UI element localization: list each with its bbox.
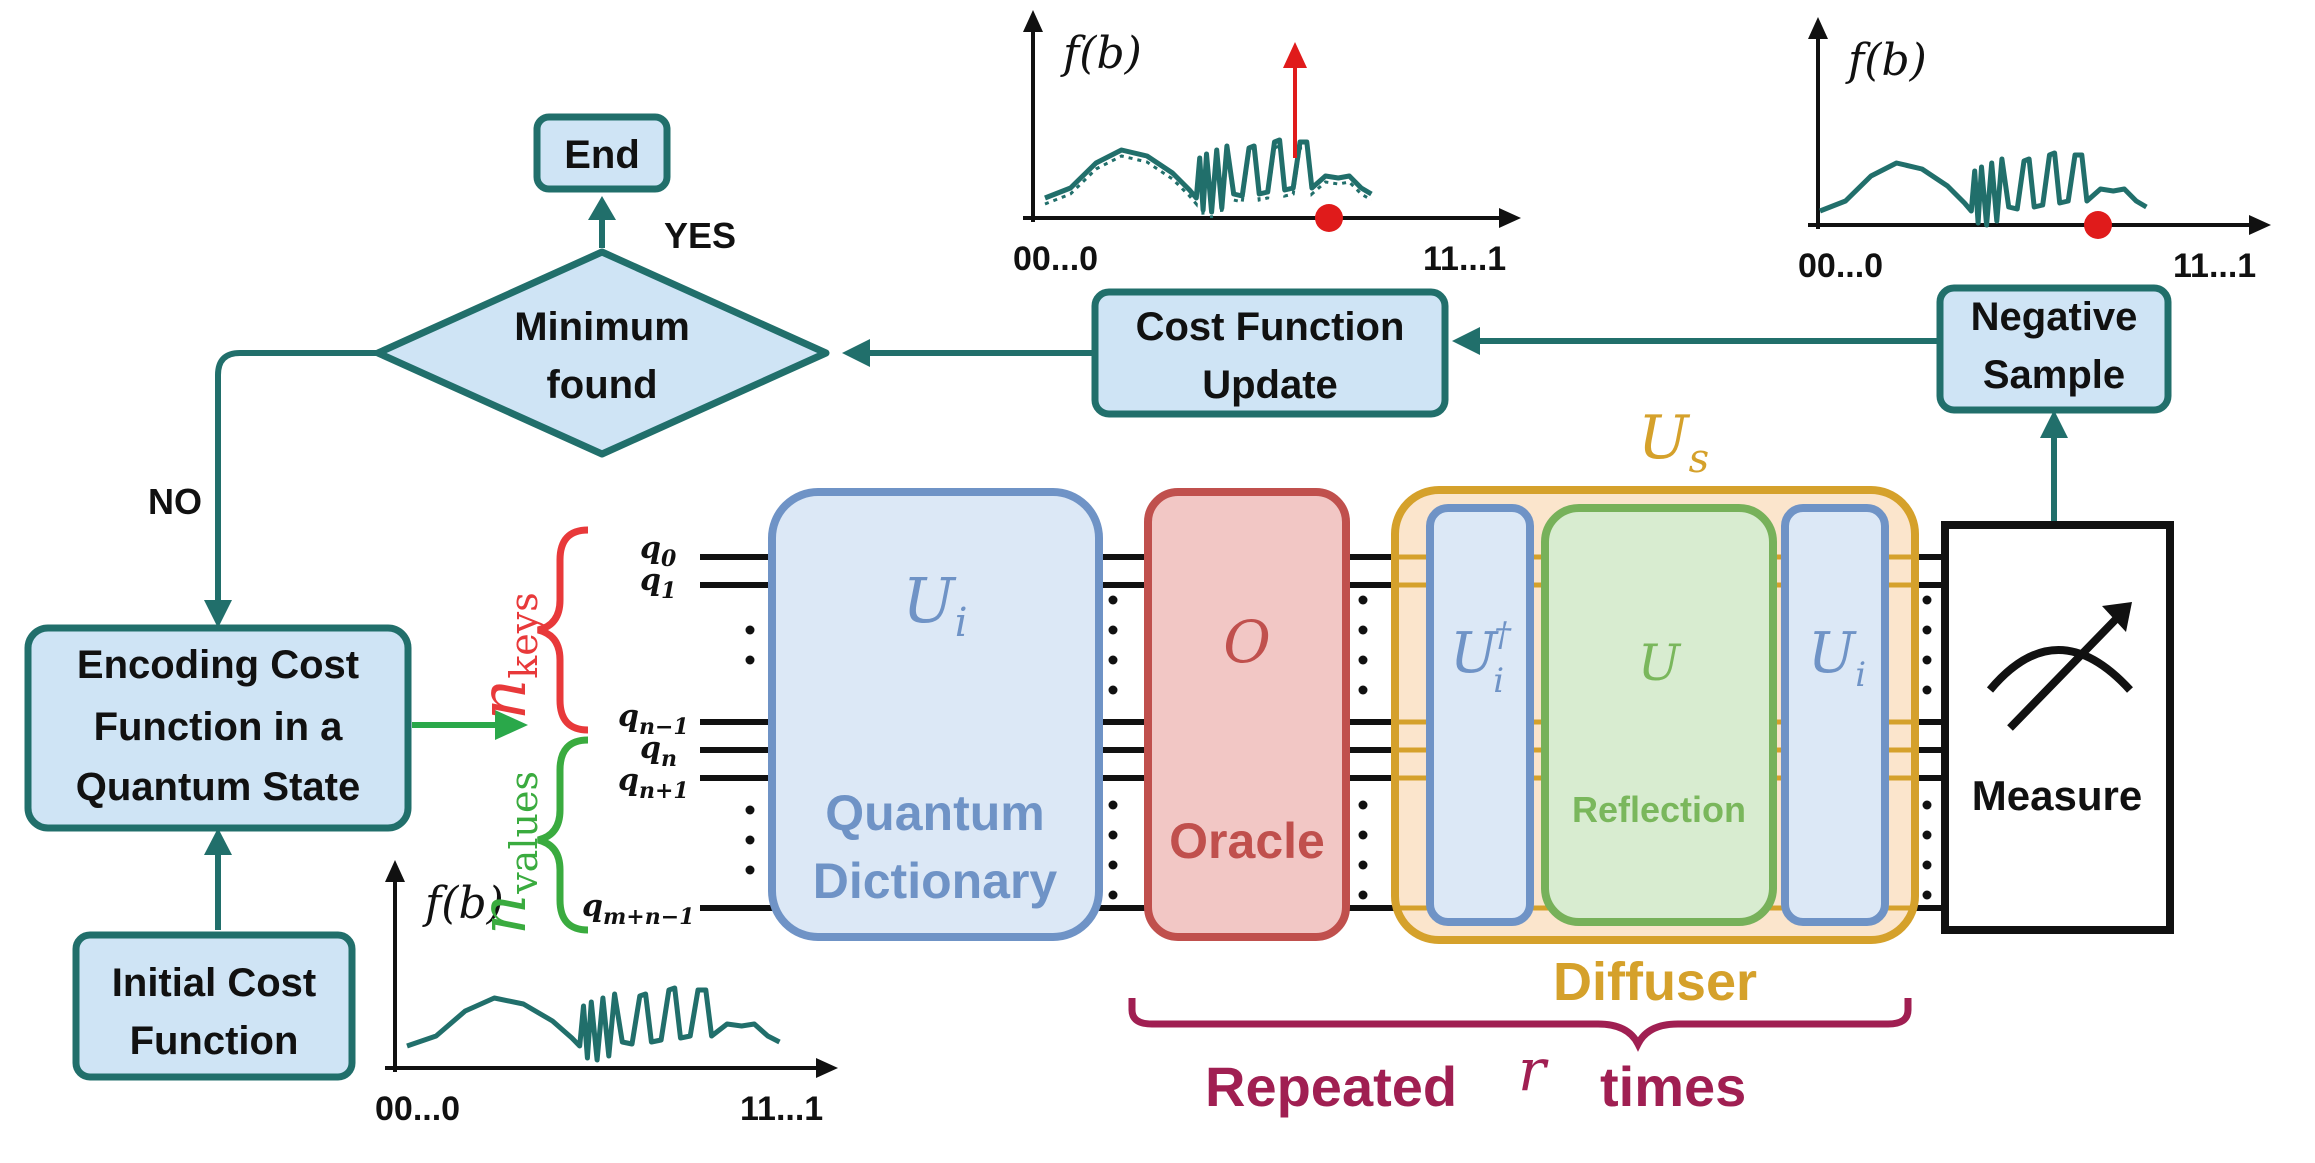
x-tick-end: 11...1 [2173,247,2256,285]
oracle-block: O Oracle [1144,488,1350,941]
x-axis-arrow-icon [816,1058,838,1078]
green-arrow [412,710,528,740]
cost-update-line1: Cost Function [1136,305,1405,349]
no-label: NO [148,481,202,522]
quantum-dictionary-block: Ui Quantum Dictionary [768,488,1103,941]
qubit-label-q0: q0 [640,531,677,572]
qubit-label-qn-1: qn−1 [618,699,689,740]
arrowhead-from-initial [204,828,232,855]
cost-update-line2: Update [1202,363,1338,407]
us-symbol: Us [1638,403,1709,482]
sampled-cost-plot: f(b) 00...0 11...1 [1798,17,2271,285]
measure-block: Measure [1941,521,2174,934]
arrowhead-encoding [204,600,232,628]
cost-function-update-box: Cost Function Update [1091,288,1449,418]
encoding-line3: Quantum State [76,765,360,809]
qubit-label-qn+1: qn+1 [618,763,689,804]
measure-label: Measure [1972,772,2142,819]
ui-symbol: Ui [1808,621,1866,695]
end-label: End [564,133,640,177]
arrowhead-end [588,196,616,220]
flow-connectors [204,196,2068,930]
end-box: End [533,113,671,193]
qubit-labels: q0 q1 qn−1 qn qn+1 qm+n−1 [582,531,694,930]
x-tick-end: 11...1 [740,1090,823,1128]
minimum-line1: Minimum [514,305,690,349]
qubit-label-qm+n-1: qm+n−1 [582,889,694,930]
negative-sample-box: Negative Sample [1936,284,2172,414]
updated-cost-plot: f(b) 00...0 11...1 [1013,10,1521,278]
qubit-label-qn: qn [640,731,677,772]
ui-block: Ui [1781,504,1889,926]
arrow-no-to-encoding [215,350,378,615]
initial-line2: Function [130,1019,299,1063]
initial-line1: Initial Cost [112,961,316,1005]
oracle-label: Oracle [1169,813,1325,869]
repeated-suffix: times [1600,1055,1746,1118]
values-brace [537,736,589,934]
yes-label: YES [664,215,736,256]
diffuser-label: Diffuser [1553,952,1757,1012]
y-axis-label: f(b) [1060,28,1142,79]
oracle-symbol: O [1223,608,1271,676]
negative-line2: Sample [1983,353,2125,397]
x-tick-end: 11...1 [1423,240,1506,278]
meter-needle-icon [2007,614,2121,731]
y-axis-arrow-icon [385,860,405,882]
qd-line1: Quantum [825,785,1044,841]
raise-arrow-icon [1283,42,1307,68]
y-axis-label: f(b) [422,878,504,929]
cost-curve [406,985,781,1063]
keys-brace [537,526,589,734]
qubit-label-q1: q1 [640,563,676,604]
x-axis-arrow-icon [1499,208,1521,228]
repeated-label: Repeated [1205,1055,1457,1118]
cost-curve [1819,150,2148,228]
register-labels: nkeys nvalues [467,526,589,935]
negative-line1: Negative [1971,295,2138,339]
y-axis-arrow-icon [1023,10,1043,32]
encoding-line1: Encoding Cost [77,643,359,687]
minimum-found-decision: Minimum found [374,248,830,458]
wire-ellipsis-dots [745,595,1932,900]
x-tick-start: 00...0 [1798,247,1883,285]
encoding-box: Encoding Cost Function in a Quantum Stat… [24,624,412,832]
x-axis-arrow-icon [2249,215,2271,235]
keys-register-symbol: nkeys [467,592,546,720]
qd-line2: Dictionary [813,853,1058,909]
arrowhead-minimum [842,339,870,367]
arrowhead-update [1452,327,1480,355]
sample-point [2084,211,2112,239]
initial-cost-plot: f(b) 00...0 11...1 [375,860,838,1128]
sample-point [1315,204,1343,232]
reflection-label: Reflection [1572,789,1746,830]
cost-curve [1044,137,1373,215]
encoding-line2: Function in a [94,705,344,749]
x-tick-start: 00...0 [375,1090,460,1128]
repeated-brace: Repeated r times [1128,998,1912,1118]
initial-cost-box: Initial Cost Function [72,931,356,1081]
ui-dagger-symbol: Ui† [1450,615,1512,701]
arrowhead-negative [2040,410,2068,438]
reflection-block: U Reflection [1541,504,1777,926]
ui-dagger-block: Ui† [1426,504,1534,926]
repeated-variable: r [1518,1036,1549,1104]
x-tick-start: 00...0 [1013,240,1098,278]
y-axis-arrow-icon [1808,17,1828,39]
meter-arc-icon [1986,646,2133,693]
u-symbol: U [1638,634,1682,692]
qd-symbol: Ui [902,564,967,646]
minimum-line2: found [546,363,657,407]
y-axis-label: f(b) [1845,35,1927,86]
values-register-symbol: nvalues [467,771,546,935]
